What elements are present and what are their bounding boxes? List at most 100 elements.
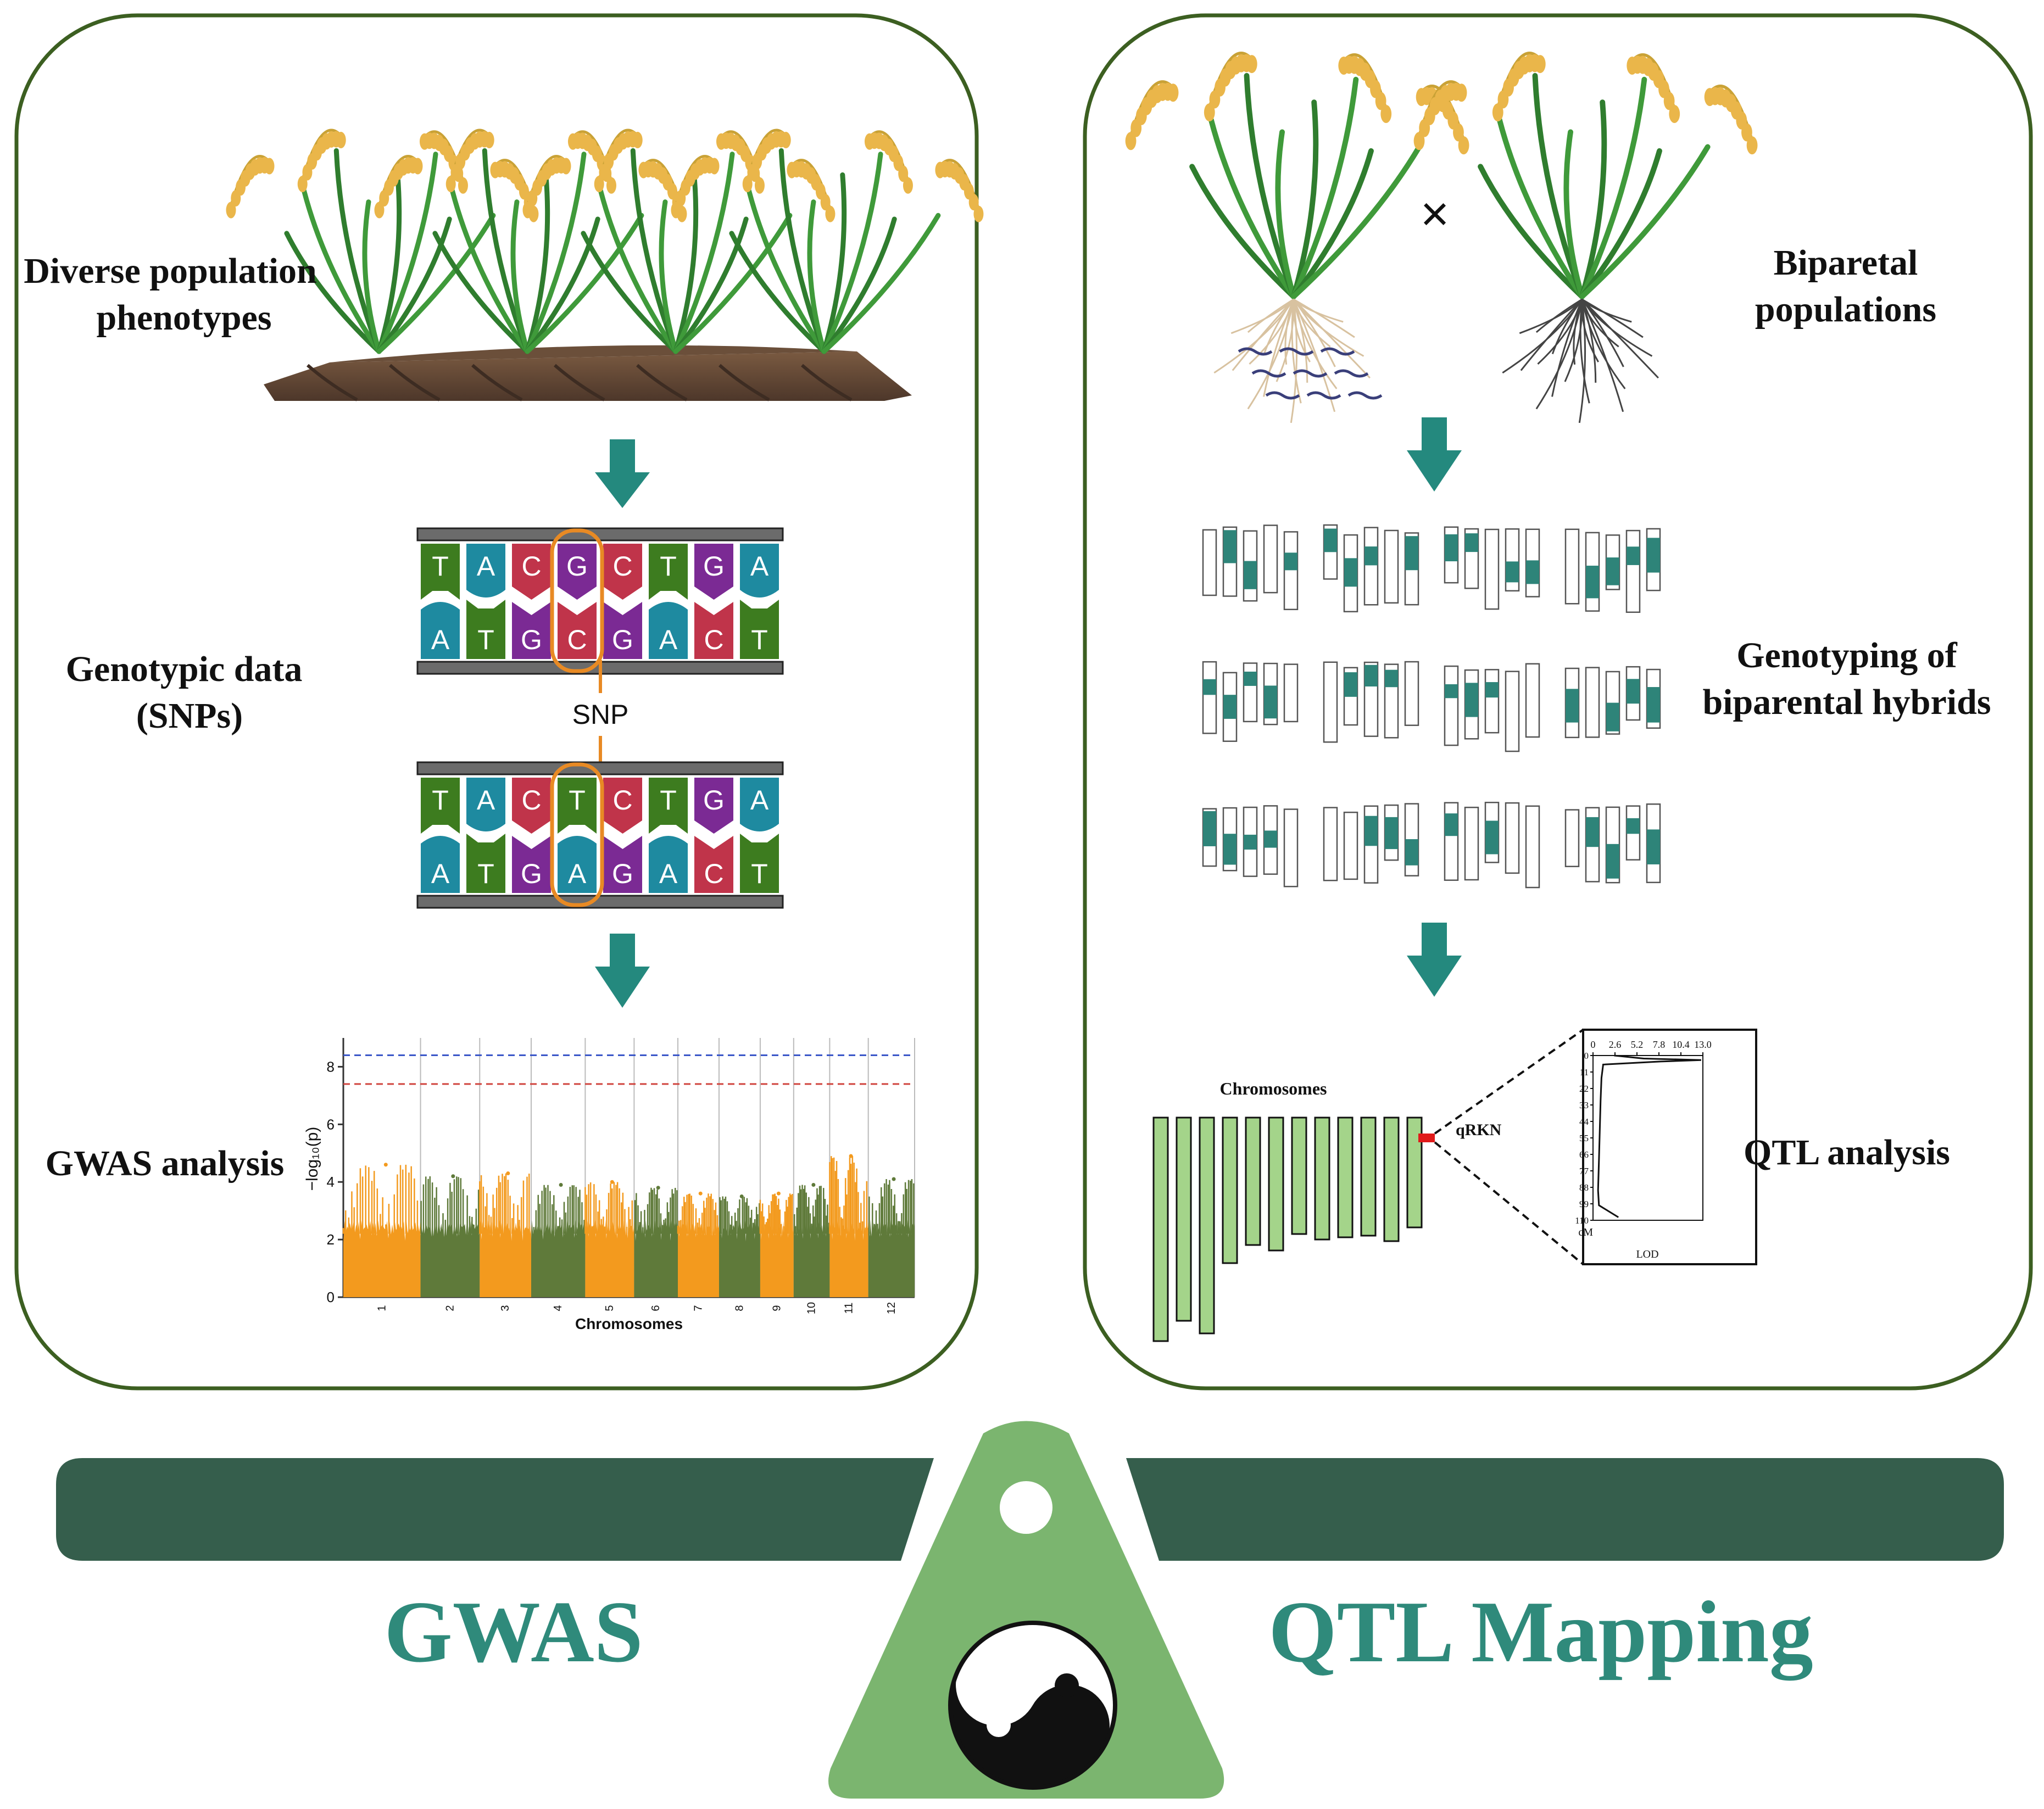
- chromosomes-label: Chromosomes: [1220, 1079, 1327, 1098]
- manhattan-x-label: Chromosomes: [575, 1315, 683, 1332]
- manhattan-x-tick: 8: [733, 1305, 745, 1311]
- nematode-icon: [1306, 391, 1341, 400]
- label-genotypic-data: Genotypic data: [66, 649, 303, 689]
- base-letter: G: [521, 858, 542, 889]
- introgression-segment: [1586, 566, 1599, 599]
- manhattan-y-tick: 4: [327, 1174, 335, 1190]
- base-letter: T: [660, 785, 677, 816]
- base-T: [649, 778, 688, 834]
- introgression-segment: [1647, 687, 1660, 723]
- base-letter: T: [751, 624, 768, 655]
- manhattan-peak-point: [383, 1163, 388, 1167]
- zoom-line-bottom: [1434, 1141, 1584, 1265]
- field-plant-4: [671, 129, 984, 354]
- genotype-chromosome: [1564, 809, 1580, 868]
- lod-y-tick: 110: [1575, 1215, 1589, 1226]
- manhattan-peak-point: [610, 1180, 614, 1184]
- base-G: [558, 544, 597, 600]
- manhattan-y-tick: 8: [327, 1058, 335, 1075]
- lod-x-tick: 0: [1591, 1039, 1596, 1050]
- parent-plant-1: [1125, 52, 1469, 423]
- manhattan-peak-point: [892, 1177, 896, 1181]
- introgression-segment: [1385, 817, 1398, 850]
- introgression-segment: [1445, 534, 1458, 562]
- manhattan-x-tick: 9: [771, 1305, 783, 1311]
- label-phenotypes: phenotypes: [96, 298, 271, 338]
- base-G: [512, 836, 551, 893]
- qtl-name: qRKN: [1456, 1121, 1502, 1139]
- base-letter: G: [612, 624, 633, 655]
- lod-curve: [1597, 1054, 1701, 1218]
- introgression-segment: [1203, 679, 1216, 695]
- fulcrum-triangle: [828, 1421, 1224, 1799]
- nematode-icon: [1334, 369, 1369, 378]
- chromosome-bar-5: [1245, 1116, 1261, 1246]
- introgression-segment: [1244, 561, 1257, 589]
- snp-label: SNP: [572, 699, 629, 730]
- lod-y-tick: 99: [1579, 1199, 1589, 1209]
- manhattan-peak-point: [849, 1154, 853, 1158]
- base-C: [512, 544, 551, 600]
- base-C: [512, 778, 551, 834]
- lod-y-tick: 77: [1579, 1166, 1589, 1176]
- introgression-segment: [1485, 682, 1499, 698]
- title-gwas: GWAS: [384, 1583, 643, 1680]
- balance-scale: GWAS QTL Mapping: [56, 1421, 2004, 1799]
- base-C: [603, 778, 642, 834]
- manhattan-x-tick: 1: [376, 1305, 388, 1311]
- lod-y-tick: 22: [1579, 1084, 1589, 1094]
- fulcrum-hole: [1000, 1481, 1052, 1534]
- manhattan-chr-block-9: [760, 1219, 794, 1297]
- introgression-segment: [1244, 834, 1257, 850]
- introgression-segment: [1264, 685, 1277, 719]
- genotype-chromosome: [1484, 669, 1500, 734]
- genotype-chromosome: [1363, 527, 1379, 606]
- base-G: [694, 544, 733, 600]
- manhattan-x-tick: 11: [843, 1303, 855, 1314]
- base-letter: G: [612, 858, 633, 889]
- snp-highlight: [550, 528, 604, 673]
- base-letter: A: [431, 624, 450, 655]
- down-arrow-2: [595, 934, 650, 1008]
- label-biparetal: Biparetal: [1774, 243, 1918, 283]
- genotype-chromosome: [1283, 663, 1299, 723]
- label-qtl-analysis: QTL analysis: [1744, 1132, 1950, 1173]
- introgression-segment: [1344, 672, 1357, 697]
- introgression-segment: [1445, 813, 1458, 836]
- genotype-chromosome: [1505, 671, 1520, 752]
- lod-y-tick: 55: [1579, 1133, 1589, 1143]
- introgression-segment: [1627, 679, 1640, 704]
- base-letter: T: [660, 551, 677, 582]
- genotype-chromosome: [1525, 663, 1540, 738]
- label-biparental-hybrids: biparental hybrids: [1702, 682, 1991, 722]
- introgression-segment: [1606, 702, 1619, 732]
- base-letter: T: [477, 858, 494, 889]
- lod-x-tick: 5.2: [1631, 1039, 1644, 1050]
- genotype-chromosome: [1202, 529, 1217, 596]
- genotype-chromosome: [1525, 805, 1540, 889]
- base-T: [649, 544, 688, 600]
- genotype-chromosome: [1404, 661, 1419, 726]
- genotype-chromosome: [1625, 529, 1641, 613]
- snp-connector: SNP: [572, 660, 629, 769]
- beam-left: [56, 1458, 934, 1561]
- introgression-segment: [1364, 546, 1378, 566]
- down-arrow-1: [595, 439, 650, 508]
- manhattan-x-tick: 2: [444, 1305, 456, 1311]
- genotype-chromosome: [1585, 667, 1600, 738]
- manhattan-peak-point: [506, 1171, 510, 1175]
- base-letter: T: [569, 785, 586, 816]
- qtl-marker: [1418, 1134, 1435, 1142]
- manhattan-x-tick: 5: [604, 1305, 616, 1311]
- genotype-grid: [1202, 524, 1661, 889]
- introgression-segment: [1606, 557, 1619, 585]
- introgression-segment: [1586, 817, 1599, 847]
- base-letter: C: [567, 624, 587, 655]
- base-G: [512, 602, 551, 659]
- title-qtl-mapping: QTL Mapping: [1268, 1583, 1813, 1681]
- nematode-icon: [1347, 391, 1383, 400]
- manhattan-chr-block-6: [634, 1220, 678, 1297]
- genotype-chromosome: [1444, 665, 1459, 746]
